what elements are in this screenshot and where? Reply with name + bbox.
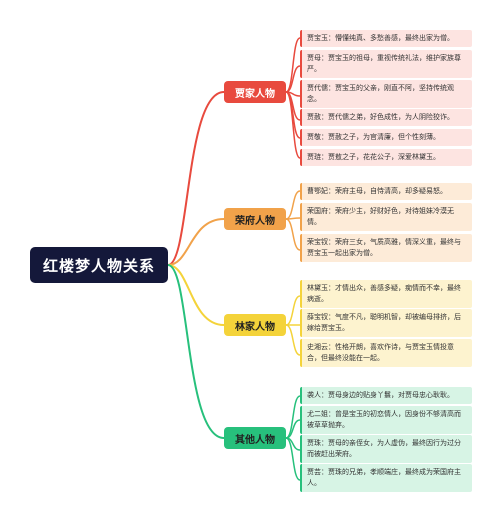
leaf-lin-xiangyun[interactable]: 史湘云：性格开朗，喜欢作诗，与贾宝玉情投意合，但最终没能在一起。 (300, 339, 472, 367)
leaf-jia-lian[interactable]: 贾琏：贾敖之子，花花公子，深爱林黛玉。 (300, 149, 472, 166)
link-root-other (167, 264, 225, 439)
leaf-lin-daiyu[interactable]: 林黛玉：才情出众，善感多疑，痴情而不幸，最终病逝。 (300, 280, 472, 308)
leaf-jia-baoyu[interactable]: 贾宝玉：懵懂纯真、多愁善感，最终出家为僧。 (300, 30, 472, 47)
leaf-jia-she[interactable]: 贾赦：贾代儒之弟，好色成性，为人阴险狡诈。 (300, 109, 472, 126)
leaf-other-jiayun[interactable]: 贾芸：贾珠的兄弟，孝顺端庄，最终成为荣国府主人。 (300, 464, 472, 492)
leaf-other-xiren[interactable]: 袭人：贾母身边的贴身丫鬟，对贾母忠心耿耿。 (300, 387, 472, 404)
leaf-jia-jing[interactable]: 贾敬：贾赦之子，为官清廉，但个性刻薄。 (300, 129, 472, 146)
link-root-jia (167, 91, 225, 266)
leaf-other-youerjie[interactable]: 尤二姐：曾是宝玉的初恋情人，因身份不够清高而被草草抛弃。 (300, 406, 472, 434)
leaf-other-jiazhu[interactable]: 贾珠：贾母的亲侄女，为人虚伪，最终因行为过分而被赶出荣府。 (300, 435, 472, 463)
leaf-rong-baochai[interactable]: 荣宝钗：荣府三女，气质高雅，情深义重，最终与贾宝玉一起出家为僧。 (300, 234, 472, 262)
leaf-rong-guofu[interactable]: 荣国府：荣府少主，好财好色，对待姐妹冷漠无情。 (300, 203, 472, 231)
branch-others[interactable]: 其他人物 (224, 427, 286, 449)
branch-lin-family[interactable]: 林家人物 (224, 314, 286, 336)
link-root-lin (167, 264, 225, 326)
leaf-jia-mu[interactable]: 贾母：贾宝玉的祖母，重视传统礼法，维护家族尊严。 (300, 50, 472, 78)
leaf-jia-dairu[interactable]: 贾代儒：贾宝玉的父亲，刚直不阿，坚持传统观念。 (300, 80, 472, 108)
leaf-rong-cao[interactable]: 曹鄂妃：荣府主母，自恃清高，却多疑易怒。 (300, 183, 472, 200)
link-root-rong (167, 218, 225, 266)
branch-jia-family[interactable]: 贾家人物 (224, 81, 286, 103)
branch-rong-mansion[interactable]: 荣府人物 (224, 208, 286, 230)
root-node[interactable]: 红楼梦人物关系 (30, 247, 168, 283)
leaf-lin-baochai[interactable]: 薛宝钗：气度不凡，聪明机智，却被编母排挤，后嫁给贾宝玉。 (300, 309, 472, 337)
